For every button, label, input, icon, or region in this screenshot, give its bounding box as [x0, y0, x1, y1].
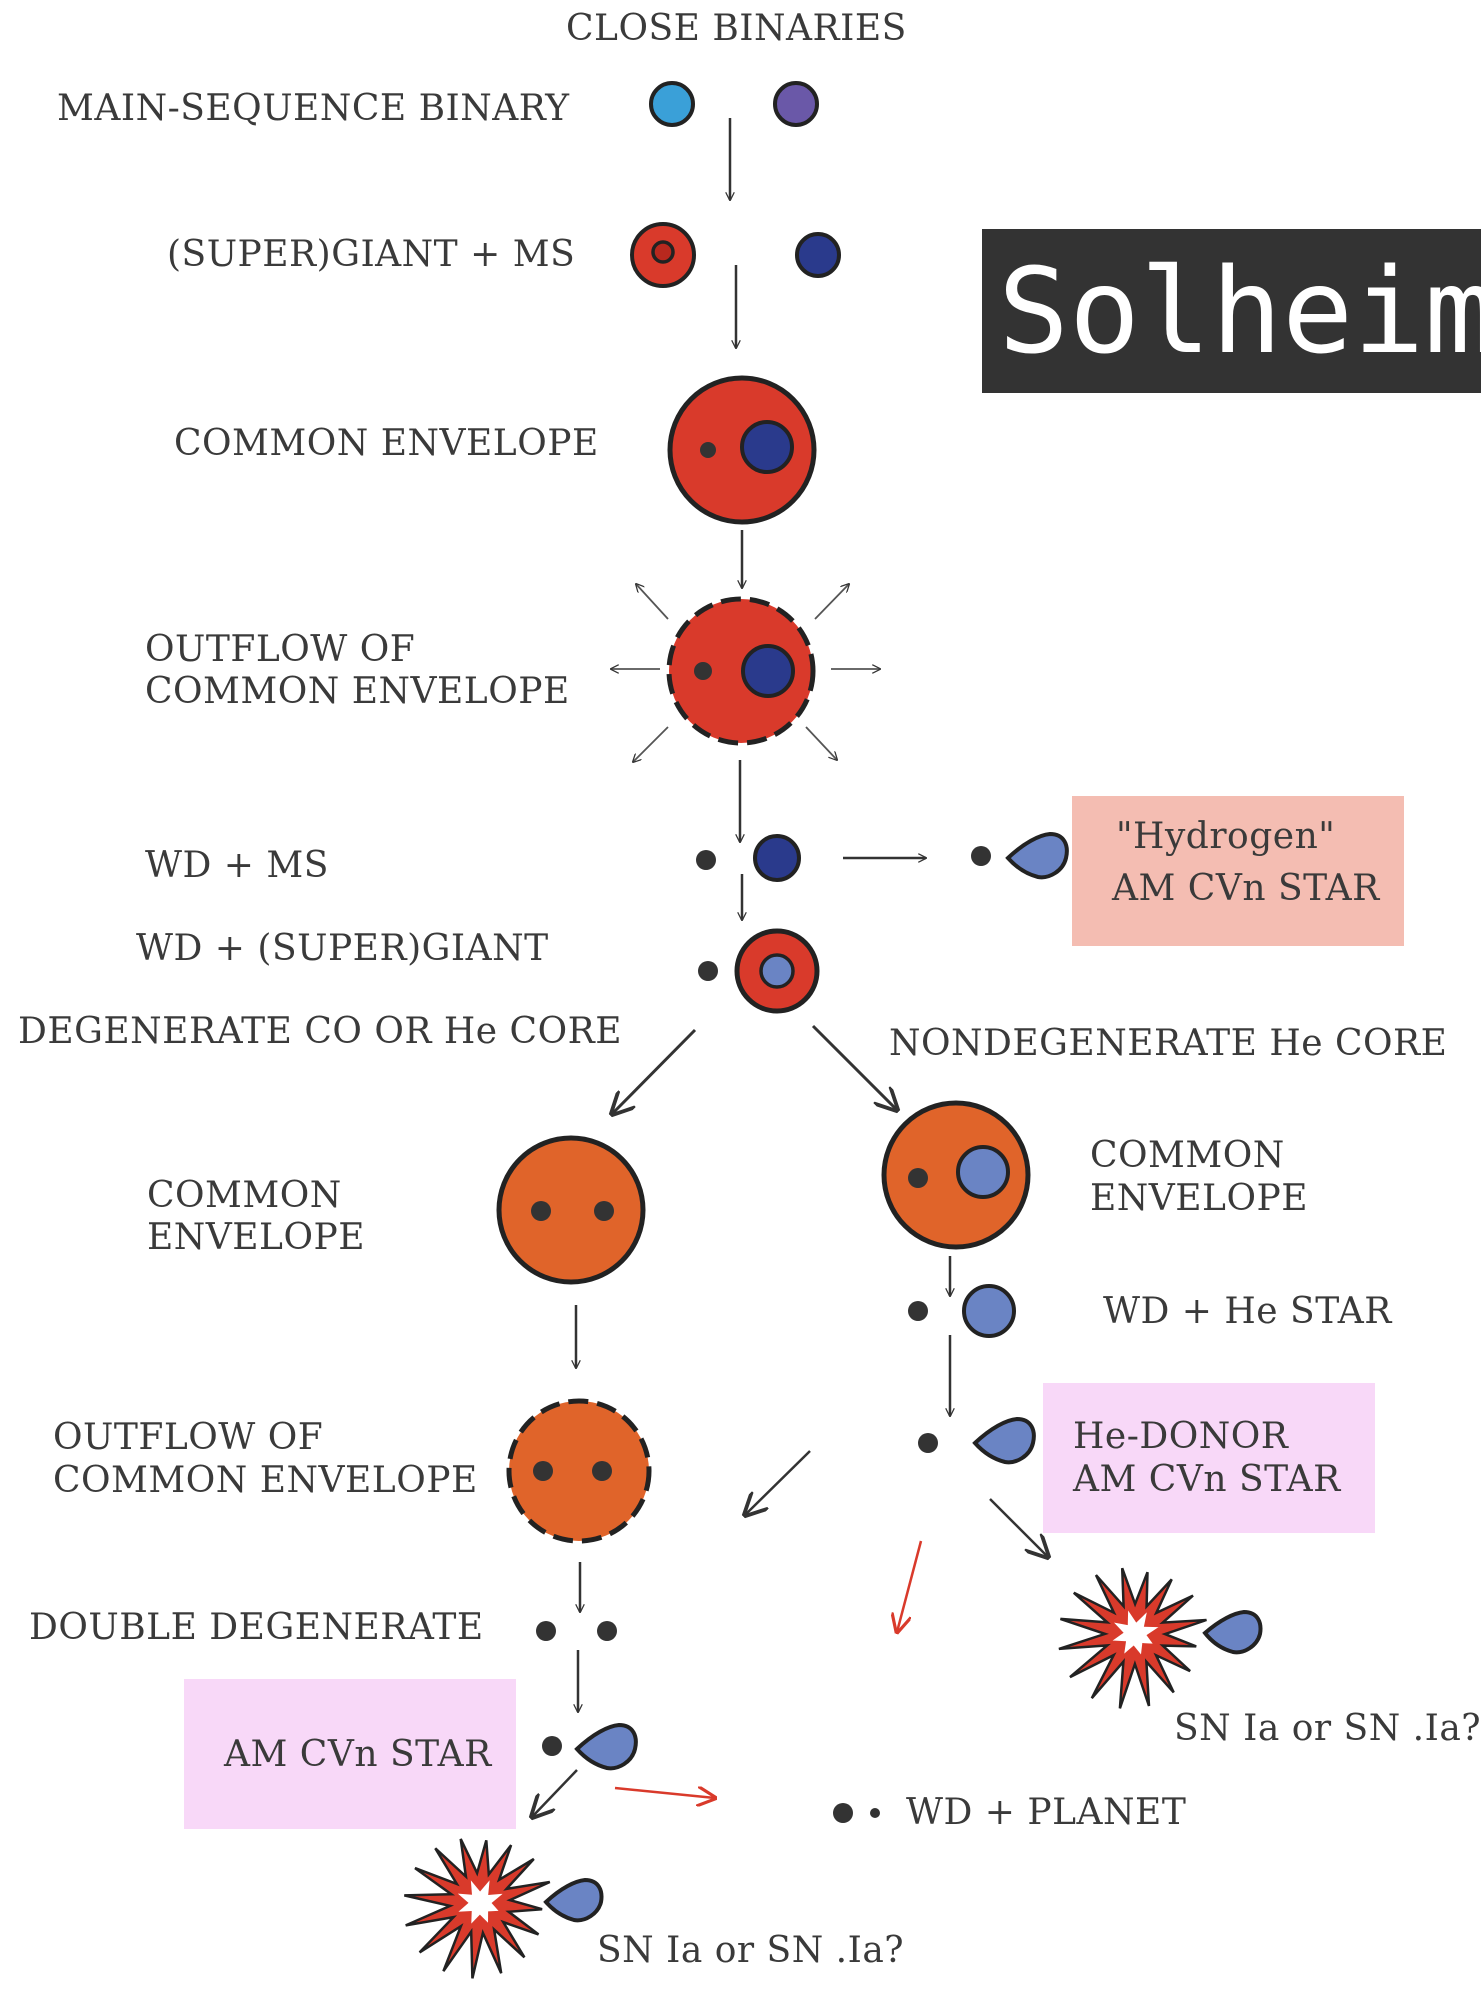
- wd-outflow-b: [592, 1461, 612, 1481]
- label-common-envelope-right-a: COMMON: [1090, 1135, 1285, 1176]
- sn-bottom-donor-drop: [546, 1880, 601, 1920]
- label-common-envelope-1: COMMON ENVELOPE: [174, 423, 599, 464]
- arrow-to-sn-bottom: [532, 1770, 577, 1817]
- dd-wd-a: [536, 1621, 556, 1641]
- red-arrow-down: [897, 1541, 921, 1632]
- giant-inner-core: [761, 955, 793, 987]
- label-double-degenerate: DOUBLE DEGENERATE: [29, 1607, 484, 1648]
- amcvn-box-label: AM CVn STAR: [223, 1734, 492, 1775]
- wd-outflow-a: [533, 1461, 553, 1481]
- sn-right-donor-drop: [1205, 1612, 1260, 1652]
- label-outflow-2b: COMMON ENVELOPE: [53, 1460, 478, 1501]
- arrow-he-to-left: [745, 1451, 810, 1515]
- arrow-branch-left: [612, 1030, 695, 1114]
- supernova-right: [1059, 1568, 1261, 1708]
- red-arrow-right: [615, 1788, 715, 1798]
- wd-left-b: [594, 1201, 614, 1221]
- label-outflow-1a: OUTFLOW OF: [145, 629, 415, 670]
- he-star: [964, 1286, 1014, 1336]
- label-nondegenerate-core: NONDEGENERATE He CORE: [889, 1023, 1447, 1064]
- label-supergiant-ms: (SUPER)GIANT + MS: [167, 234, 575, 275]
- he-core-right: [958, 1147, 1008, 1197]
- wd-core-2: [694, 662, 712, 680]
- hydrogen-donor-drop: [1008, 834, 1067, 877]
- ms-companion: [797, 234, 839, 276]
- wd-dot-2: [698, 961, 718, 981]
- label-main-sequence-binary: MAIN-SEQUENCE BINARY: [57, 88, 570, 129]
- label-outflow-1b: COMMON ENVELOPE: [145, 671, 570, 712]
- ms-star-cyan: [651, 83, 693, 125]
- ms-in-envelope-2: [743, 646, 793, 696]
- ms-in-envelope-1: [742, 422, 792, 472]
- he-donor-drop: [975, 1419, 1034, 1462]
- wd-right: [908, 1168, 928, 1188]
- planet-wd: [833, 1803, 853, 1823]
- outflow-envelope-2: [509, 1401, 649, 1541]
- label-wd-he-star: WD + He STAR: [1103, 1291, 1392, 1332]
- ms-star-purple: [775, 83, 817, 125]
- label-outflow-2a: OUTFLOW OF: [53, 1417, 323, 1458]
- label-common-envelope-left-b: ENVELOPE: [147, 1217, 365, 1258]
- supernova-bottom: [404, 1839, 601, 1979]
- arrow-branch-right: [813, 1026, 897, 1110]
- wd-left-a: [531, 1201, 551, 1221]
- label-wd-planet: WD + PLANET: [906, 1792, 1186, 1833]
- wd-core-1: [700, 442, 716, 458]
- label-common-envelope-left-a: COMMON: [147, 1175, 342, 1216]
- he-donor-box-line1: He-DONOR: [1073, 1416, 1289, 1457]
- wd-dot-he: [908, 1301, 928, 1321]
- label-sn-right: SN Ia or SN .Ia?: [1174, 1708, 1481, 1749]
- label-sn-bottom: SN Ia or SN .Ia?: [597, 1930, 904, 1971]
- label-wd-ms: WD + MS: [145, 845, 329, 886]
- label-degenerate-core: DEGENERATE CO OR He CORE: [18, 1011, 622, 1052]
- watermark-text: Solheim: [998, 242, 1481, 380]
- giant-core: [653, 242, 673, 262]
- label-common-envelope-right-b: ENVELOPE: [1090, 1178, 1308, 1219]
- arrow-to-sn-right: [990, 1499, 1048, 1557]
- wd-dot-hydrogen: [971, 846, 991, 866]
- label-wd-supergiant: WD + (SUPER)GIANT: [136, 928, 549, 969]
- he-donor-box-line2: AM CVn STAR: [1072, 1459, 1341, 1500]
- wd-dot-he-donor: [918, 1433, 938, 1453]
- hydrogen-box-line1: "Hydrogen": [1116, 816, 1335, 857]
- solheim-watermark: Solheim: [982, 229, 1481, 393]
- ms-star-2: [755, 836, 799, 880]
- he-donor-amcvn-box: [1043, 1383, 1375, 1533]
- dd-wd-b: [597, 1621, 617, 1641]
- hydrogen-box-line2: AM CVn STAR: [1111, 868, 1380, 909]
- wd-dot-1: [696, 850, 716, 870]
- amcvn-wd: [542, 1736, 562, 1756]
- planet-dot: [870, 1808, 880, 1818]
- diagram-title: CLOSE BINARIES: [566, 8, 907, 49]
- common-envelope-left: [499, 1138, 643, 1282]
- amcvn-donor-drop: [577, 1725, 636, 1768]
